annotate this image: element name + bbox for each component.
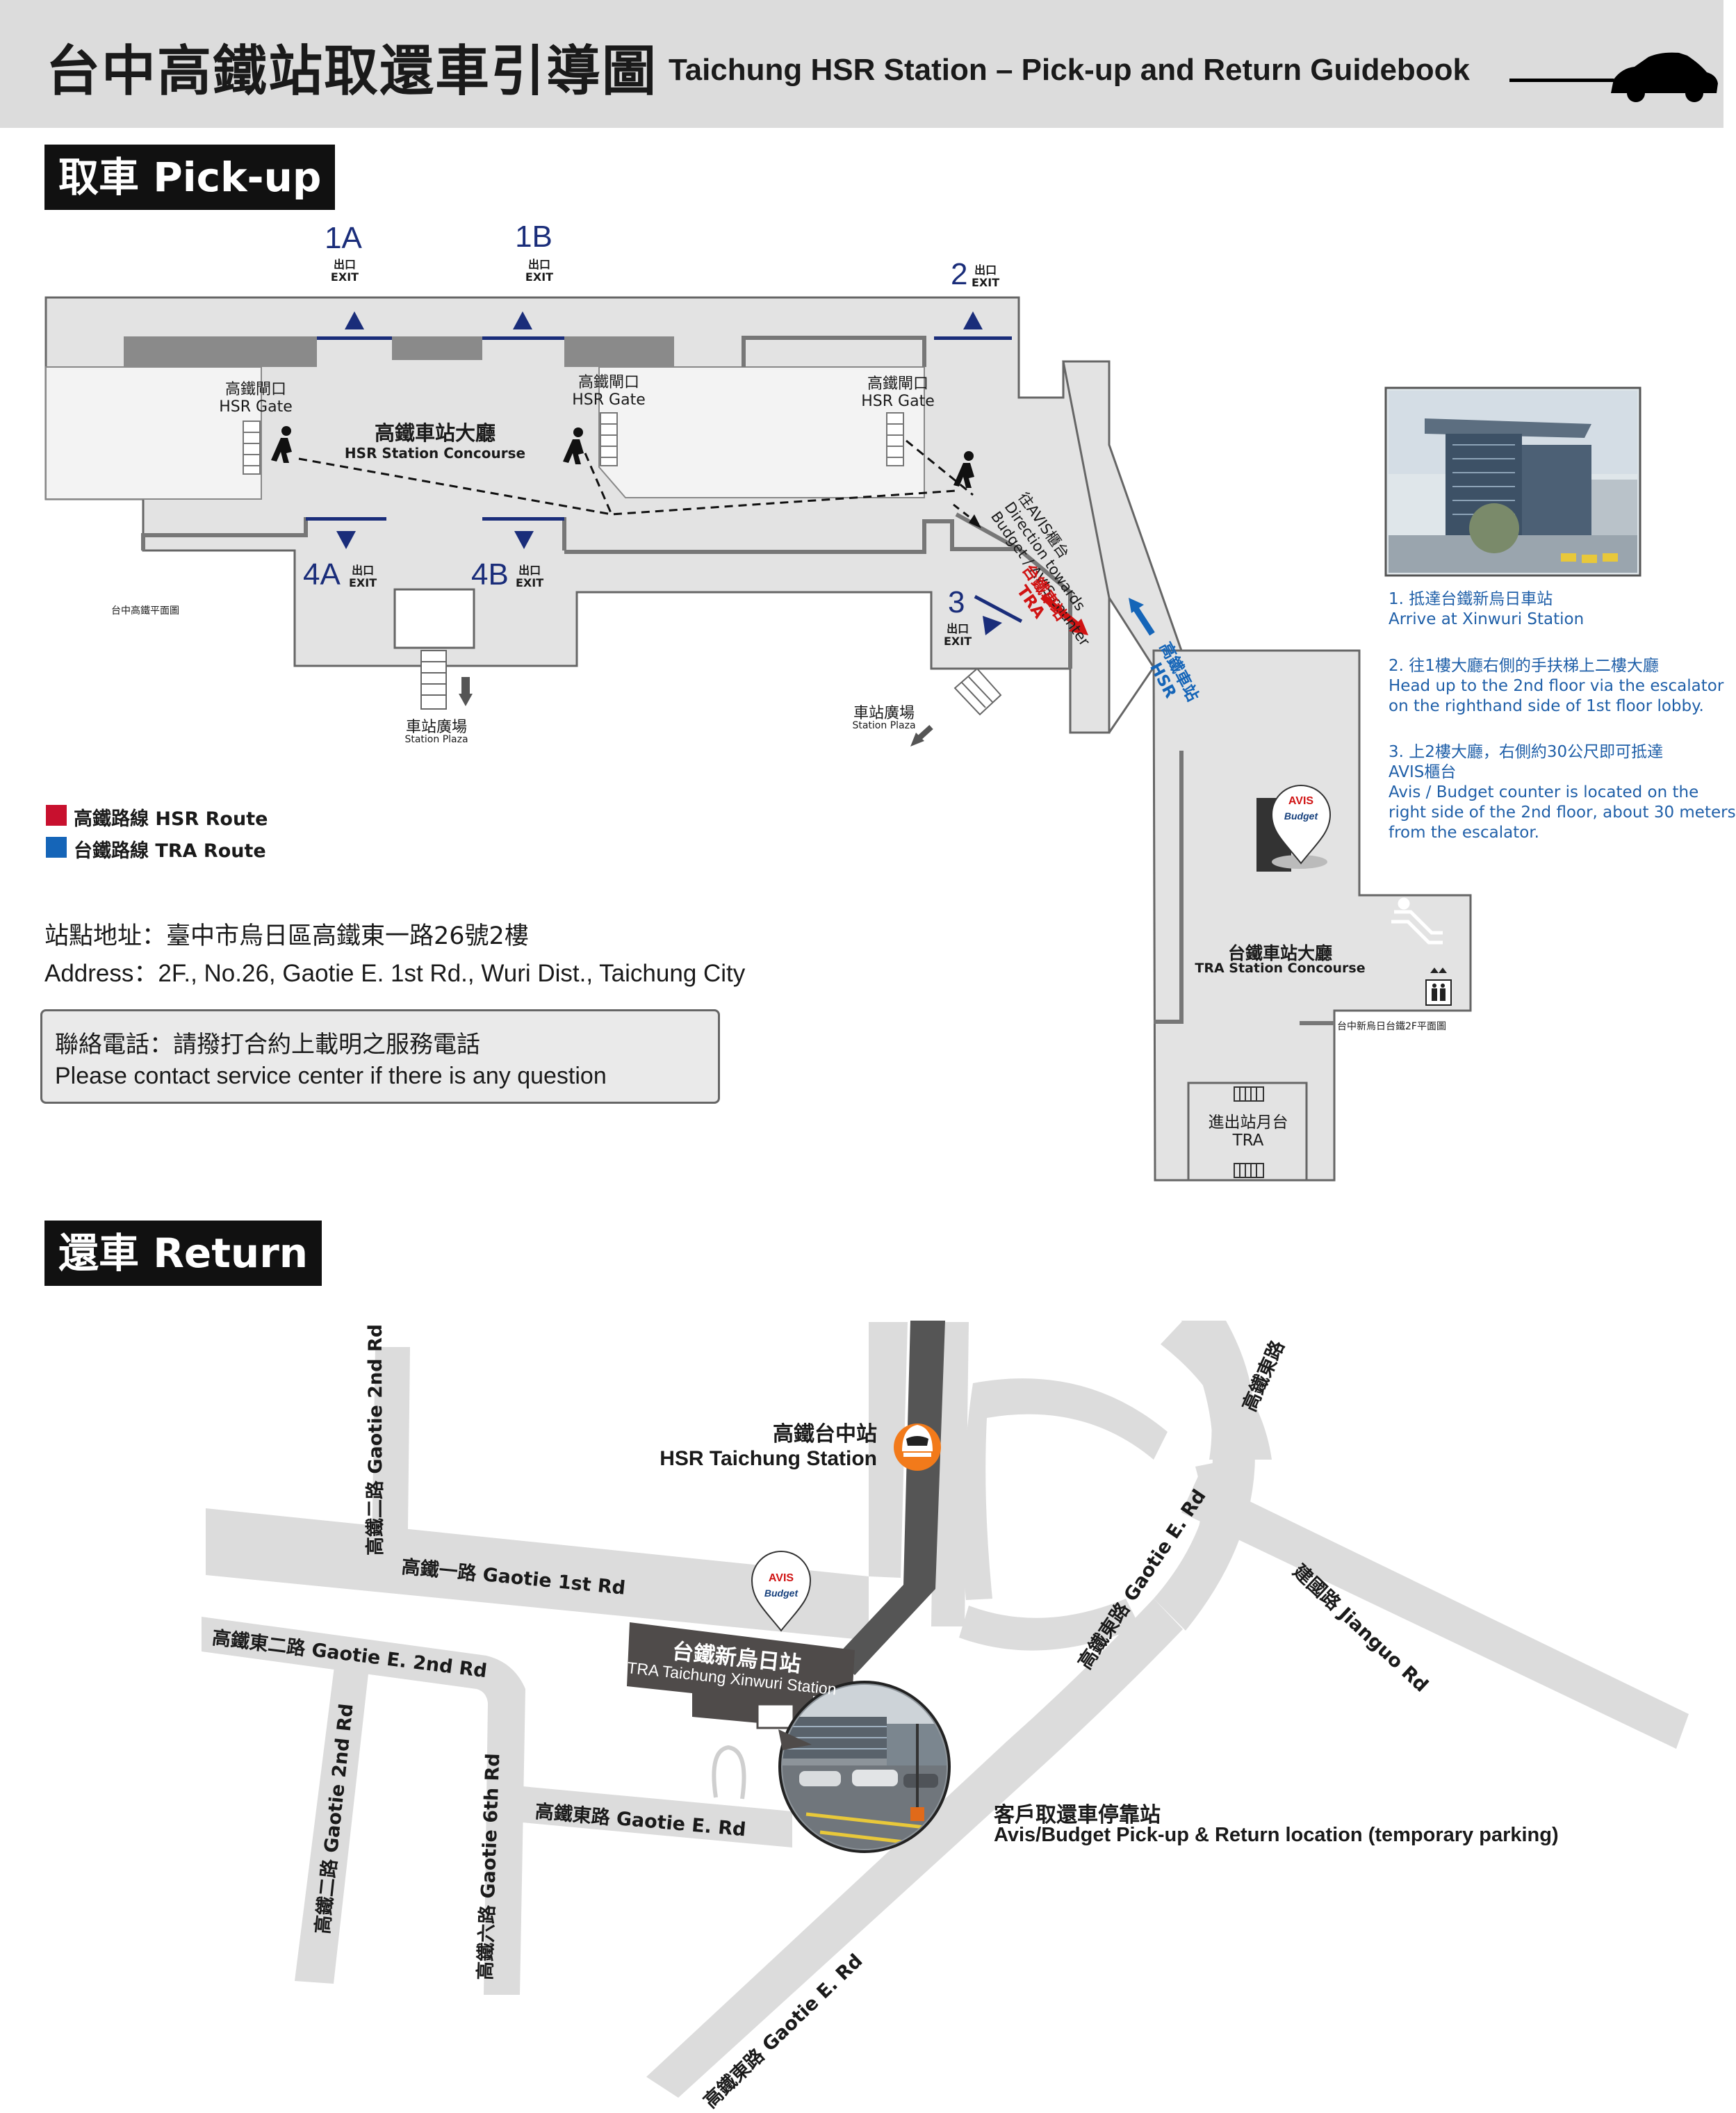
- header-bar: 台中高鐵站取還車引導圖 Taichung HSR Station – Pick-…: [0, 0, 1723, 128]
- address-zh: 站點地址：臺中市烏日區高鐵東一路26號2樓: [44, 922, 529, 950]
- legend-swatch-hsr: [46, 805, 67, 826]
- hsr-floorplan-caption: 台中高鐵平面圖: [111, 605, 179, 617]
- hsr-floorplan-map: [44, 296, 1641, 1182]
- contact-box: 聯絡電話：請撥打合約上載明之服務電話 Please contact servic…: [40, 1009, 720, 1104]
- hsr-concourse-en: HSR Station Concourse: [344, 445, 526, 462]
- parking-zh: 客戶取還車停靠站: [994, 1803, 1161, 1827]
- address-en: Address：2F., No.26, Gaotie E. 1st Rd., W…: [44, 960, 746, 987]
- section-label-return: 還車 Return: [44, 1221, 322, 1286]
- exit-1a-number: 1A: [325, 221, 362, 255]
- exit-4b-number: 4B: [471, 557, 509, 592]
- car-icon: [1509, 52, 1718, 102]
- hsr-train-icon: [894, 1423, 941, 1471]
- budget-logo-return: Budget: [764, 1588, 799, 1599]
- tra-station-photo: [1384, 386, 1641, 577]
- avis-budget-map-pin: [1256, 785, 1332, 872]
- tra-concourse-zh: 台鐵車站大廳: [1227, 943, 1333, 963]
- exit-1b-number: 1B: [515, 220, 552, 254]
- avis-budget-return-pin: [751, 1551, 812, 1632]
- page-title-en: Taichung HSR Station – Pick-up and Retur…: [669, 53, 1471, 87]
- hsr-concourse-zh: 高鐵車站大廳: [374, 421, 496, 445]
- legend-label-hsr: 高鐵路線 HSR Route: [74, 808, 268, 830]
- budget-logo: Budget: [1284, 810, 1318, 822]
- exit-4a-number: 4A: [303, 557, 341, 592]
- station-plaza-en-left: Station Plaza: [404, 734, 468, 745]
- legend-label-tra: 台鐵路線 TRA Route: [74, 840, 266, 862]
- escalator-icon: [1391, 897, 1443, 945]
- exit-3-number: 3: [948, 585, 965, 619]
- hsr-station-en: HSR Taichung Station: [660, 1447, 877, 1470]
- station-plaza-zh-right: 車站廣場: [853, 705, 915, 722]
- station-plaza-zh-left: 車站廣場: [405, 719, 468, 736]
- avis-logo-return: AVIS: [768, 1572, 794, 1584]
- elevator-icon: [1425, 968, 1452, 1006]
- road-gaotie-2nd-top: 高鐵二路 Gaotie 2nd Rd: [365, 1323, 386, 1556]
- exit-2-number: 2: [951, 257, 968, 291]
- tra-floorplan-caption: 台中新烏日台鐵2F平面圖: [1337, 1021, 1446, 1032]
- tra-concourse-en: TRA Station Concourse: [1195, 961, 1366, 976]
- section-label-pickup: 取車 Pick-up: [44, 145, 336, 210]
- avis-logo: AVIS: [1288, 795, 1314, 807]
- contact-zh: 聯絡電話：請撥打合約上載明之服務電話: [55, 1031, 480, 1059]
- station-plaza-en-right: Station Plaza: [852, 720, 916, 731]
- parking-en: Avis/Budget Pick-up & Return location (t…: [994, 1824, 1559, 1846]
- hsr-station-zh: 高鐵台中站: [773, 1422, 877, 1446]
- walking-person-icon: [271, 426, 974, 488]
- legend-swatch-tra: [46, 837, 67, 858]
- contact-en: Please contact service center if there i…: [55, 1063, 607, 1089]
- page-title-zh: 台中高鐵站取還車引導圖: [46, 40, 658, 103]
